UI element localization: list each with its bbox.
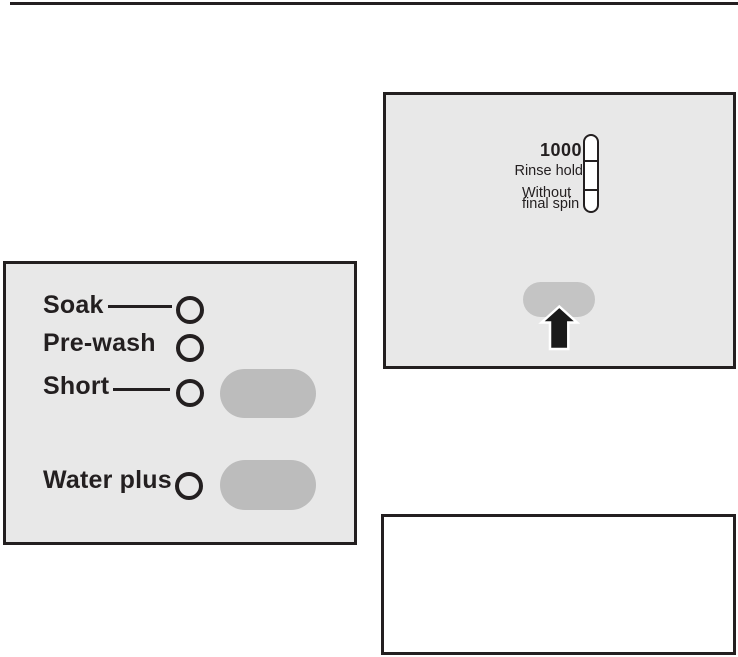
short-option-button[interactable]: [220, 369, 316, 418]
spin-selector-indicator: [583, 134, 599, 213]
without-final-spin-label: Without final spin: [522, 185, 580, 212]
water-plus-label: Water plus: [43, 466, 172, 494]
short-connector-line: [113, 388, 170, 391]
indicator-divider-bottom: [585, 188, 597, 191]
soak-indicator-lamp: [176, 296, 204, 324]
indicator-divider-top: [585, 159, 597, 162]
note-box: [381, 514, 736, 655]
page-top-rule: [10, 2, 738, 5]
up-arrow-icon: [538, 304, 581, 351]
spin-speed-1000-label: 1000: [539, 140, 582, 160]
pre-wash-label: Pre-wash: [43, 329, 156, 357]
without-final-spin-line1: Without: [522, 185, 572, 201]
short-indicator-lamp: [176, 379, 204, 407]
water-plus-indicator-lamp: [175, 472, 203, 500]
rinse-hold-label: Rinse hold: [514, 163, 583, 179]
short-label: Short: [43, 372, 110, 400]
soak-connector-line: [108, 305, 172, 308]
soak-label: Soak: [43, 291, 104, 319]
without-final-spin-line2: final spin: [522, 195, 580, 212]
water-plus-option-button[interactable]: [220, 460, 316, 510]
pre-wash-indicator-lamp: [176, 334, 204, 362]
